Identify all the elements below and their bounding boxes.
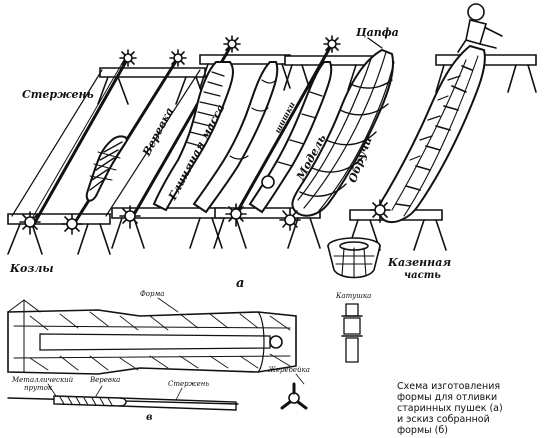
trestle-set-2 <box>61 49 187 235</box>
label-letter-a: а <box>236 276 245 291</box>
caption-line: формы (б) <box>397 425 448 436</box>
label-rod-bottom: Стержень <box>168 380 210 388</box>
label-letter-v: в <box>146 412 153 423</box>
label-metal-bar-1: Металлический <box>12 376 74 384</box>
caption-line: формы для отливки <box>397 392 498 403</box>
label-metal-bar-2: пруток <box>24 384 53 392</box>
label-breech-2: часть <box>404 270 441 281</box>
label-mold: Форма <box>140 290 165 298</box>
figure-caption: Схема изготовления формы для отливки ста… <box>397 381 547 436</box>
label-chaplet: Жеребейка <box>268 366 310 374</box>
spool-drawing <box>341 303 363 363</box>
trestle-set-4 <box>213 35 375 249</box>
caption-line: старинных пушек (а) <box>397 403 503 414</box>
trestle-set-6 <box>327 3 537 279</box>
label-rope-bottom: Веревка <box>90 376 121 384</box>
chaplet-drawing <box>280 373 308 410</box>
trestle-set-3 <box>111 35 291 249</box>
label-trestles: Козлы <box>10 262 54 275</box>
mold-section <box>7 297 297 375</box>
label-rod-top: Стержень <box>22 88 94 101</box>
trestle-set-1 <box>7 49 207 255</box>
trestle-set-5 <box>279 37 395 231</box>
label-trunnion: Цапфа <box>356 26 399 39</box>
rod-drawing <box>7 383 239 411</box>
caption-line: и эскиз собранной <box>397 414 490 425</box>
label-spool: Катушка <box>336 292 372 300</box>
label-breech-1: Казенная <box>388 256 452 269</box>
caption-line: Схема изготовления <box>397 381 501 392</box>
